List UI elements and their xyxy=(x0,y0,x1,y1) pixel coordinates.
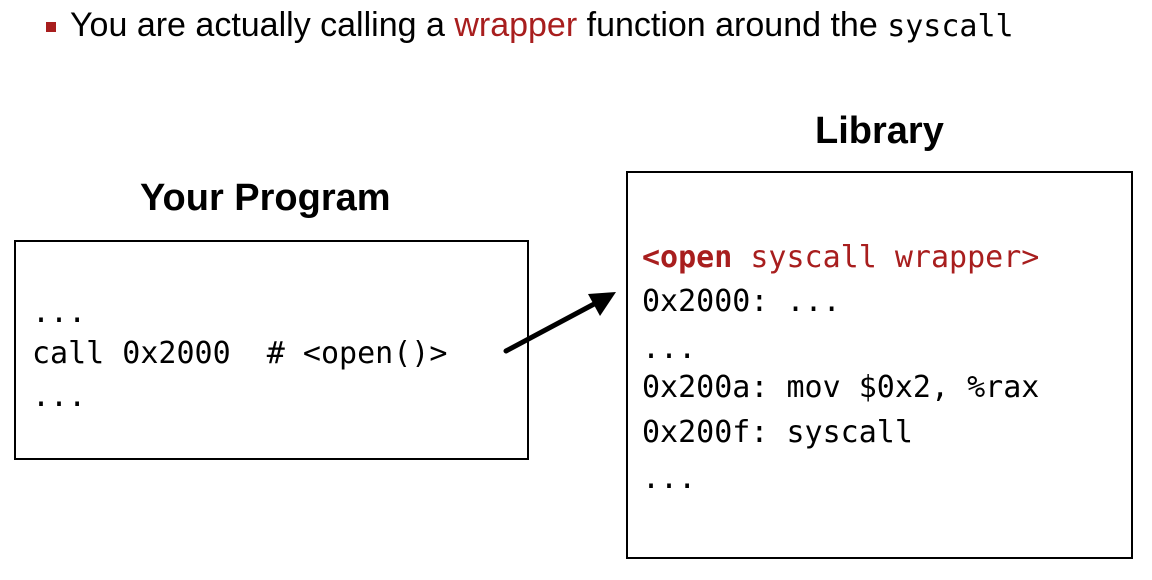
wrapper-label-rest: syscall wrapper> xyxy=(732,240,1040,275)
bullet-code-word: syscall xyxy=(887,8,1014,44)
bullet-highlight-word: wrapper xyxy=(454,5,578,44)
your-program-box: ... call 0x2000 # <open()> ... xyxy=(14,240,529,460)
your-program-heading: Your Program xyxy=(140,177,391,219)
library-heading: Library xyxy=(815,110,944,152)
wrapper-label-line: <open syscall wrapper> xyxy=(642,241,1039,275)
bullet-text: You are actually calling a wrapper funct… xyxy=(70,6,1014,45)
program-code-line: call 0x2000 # <open()> xyxy=(32,336,448,371)
library-code-line: 0x200a: mov $0x2, %rax xyxy=(642,370,1040,405)
bullet-text-part1: You are actually calling a xyxy=(70,5,455,44)
bullet-text-part2: function around the xyxy=(577,5,888,44)
program-code-line: ... xyxy=(32,379,87,414)
library-code-line: ... xyxy=(642,461,697,496)
library-code-line: 0x200f: syscall xyxy=(642,415,913,450)
bullet-square-icon xyxy=(46,22,56,32)
library-box: <open syscall wrapper> 0x2000: ... ... 0… xyxy=(626,171,1133,559)
library-code-line: ... xyxy=(642,331,697,366)
library-code-line: 0x2000: ... xyxy=(642,284,841,319)
program-code-line: ... xyxy=(32,295,87,330)
bullet-point: You are actually calling a wrapper funct… xyxy=(46,0,1014,50)
wrapper-keyword: <open xyxy=(642,240,733,275)
